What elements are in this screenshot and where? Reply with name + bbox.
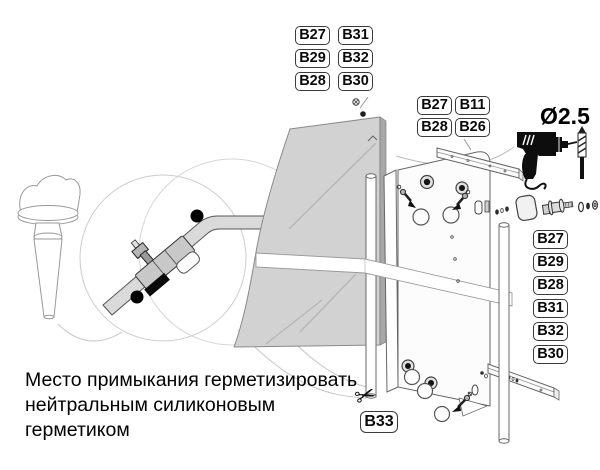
trim-band <box>255 252 513 307</box>
part-label: B33 <box>360 411 398 433</box>
part-label: B30 <box>533 345 568 364</box>
part-label: B31 <box>338 26 373 45</box>
part-label: B28 <box>295 72 330 91</box>
sealant-points <box>130 209 204 304</box>
part-label: B32 <box>338 49 373 68</box>
part-label: B30 <box>338 72 373 91</box>
bolt-set <box>515 194 598 222</box>
fastener-hardware-bottom <box>401 359 479 423</box>
part-label: B29 <box>295 49 330 68</box>
mounting-bracket-top <box>436 147 524 182</box>
drill-diameter-label: Ø2.5 <box>540 103 590 129</box>
drill-bit-icon <box>577 126 587 179</box>
part-label: B11 <box>455 96 490 115</box>
part-label: B27 <box>417 96 452 115</box>
fastener-hardware-top <box>396 174 509 283</box>
clamp-detail <box>102 209 271 316</box>
mounting-rail-bottom <box>480 363 560 401</box>
sealant-note-line: герметиком <box>25 419 130 441</box>
part-label: B29 <box>533 253 568 272</box>
part-label: B28 <box>533 276 568 295</box>
support-rod-left <box>365 173 377 399</box>
sealant-tube-illustration <box>17 174 81 320</box>
sealant-note: Место примыкания герметизировать нейтрал… <box>25 368 385 443</box>
support-rod-right <box>498 222 510 444</box>
part-label: B31 <box>533 299 568 318</box>
part-label: B28 <box>417 118 452 137</box>
glass-panel <box>233 98 387 348</box>
sealant-note-line: нейтральным силиконовым <box>25 394 276 416</box>
part-label: B27 <box>295 26 330 45</box>
part-label: B27 <box>533 230 568 249</box>
part-label: B26 <box>455 118 490 137</box>
sealant-note-line: Место примыкания герметизировать <box>25 369 358 391</box>
part-label: B32 <box>533 322 568 341</box>
drill-icon <box>517 132 578 190</box>
